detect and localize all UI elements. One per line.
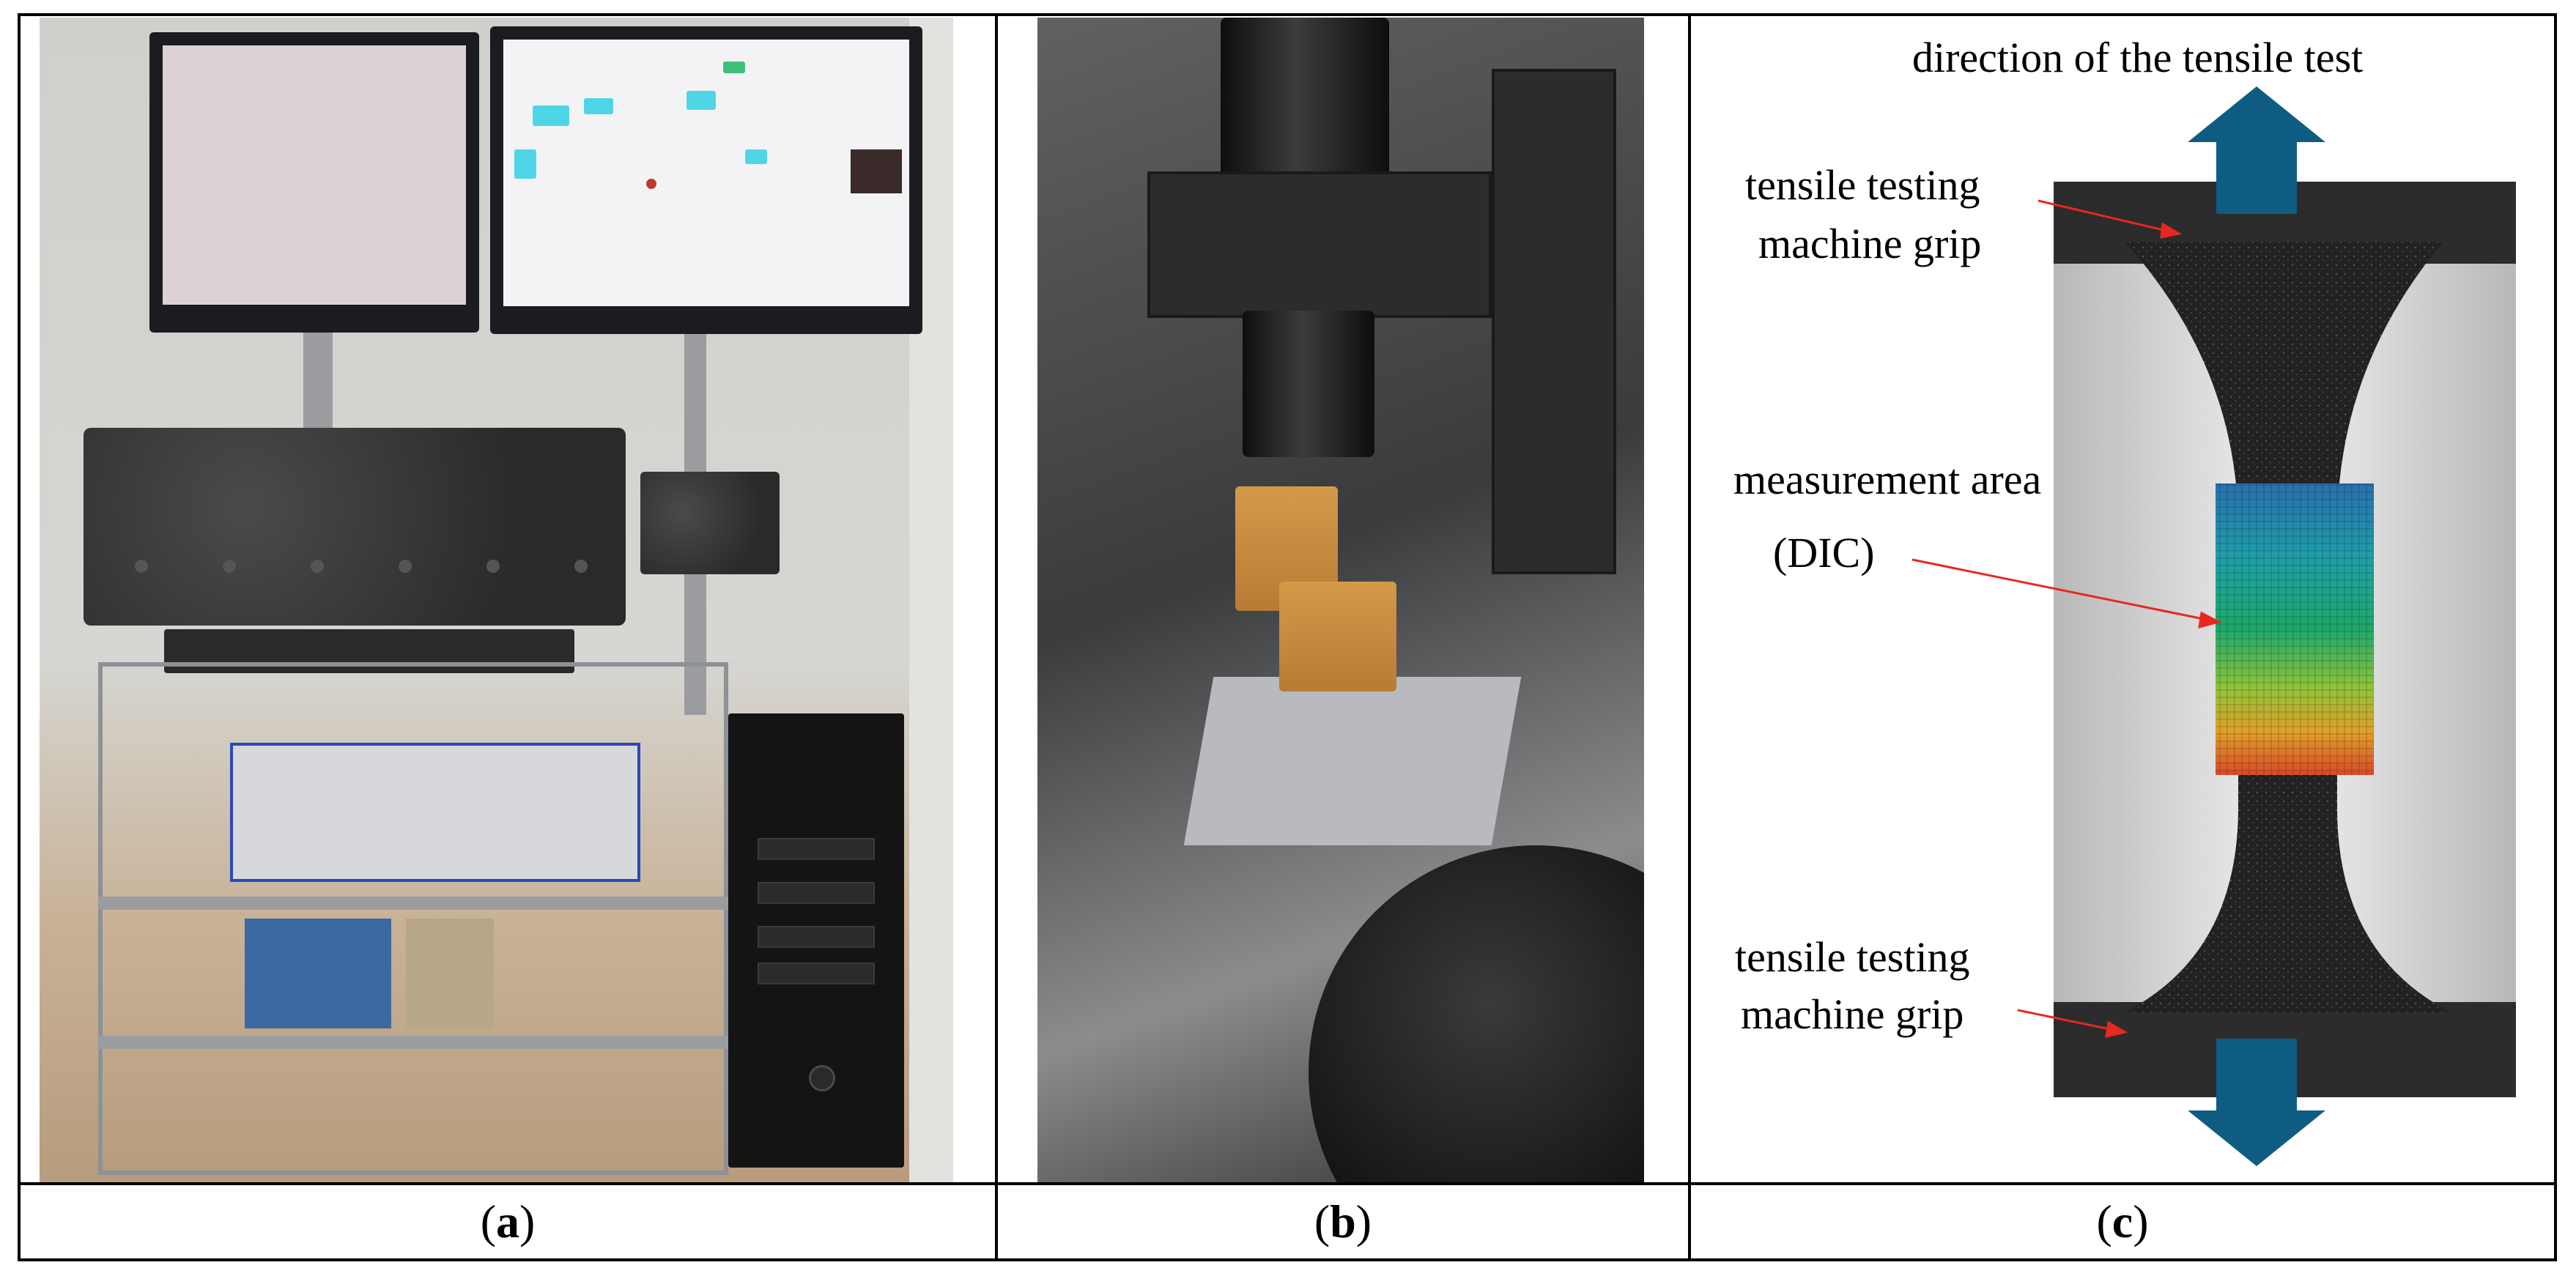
- electronics-module: [406, 919, 494, 1028]
- camera-mount: [1147, 171, 1492, 318]
- label-grip-bottom-2: machine grip: [1741, 990, 1964, 1038]
- amplifier-device: [230, 743, 640, 882]
- label-measurement-2: (DIC): [1773, 529, 1875, 576]
- specimen: [1279, 582, 1396, 691]
- stepper-motor: [640, 472, 780, 574]
- arrow-up-icon: [2188, 86, 2325, 214]
- panel-label-b: (b): [1314, 1195, 1372, 1247]
- pointer-top-grip: [2038, 199, 2177, 234]
- vertical-support: [1492, 69, 1616, 574]
- label-measurement-1: measurement area: [1733, 456, 2042, 503]
- frame-shelf: [98, 897, 728, 910]
- panel-label-c: (c): [2096, 1195, 2149, 1247]
- camera-lens: [1243, 311, 1374, 457]
- aluminum-frame: [98, 662, 728, 1175]
- column-divider: [995, 16, 998, 1258]
- label-grip-top-2: machine grip: [1758, 220, 1982, 267]
- frame-shelf: [98, 1036, 728, 1049]
- test-chamber: [84, 428, 626, 626]
- monitor-stand: [303, 333, 333, 442]
- dic-diagram: direction of the tensile test tensile te…: [1692, 16, 2557, 1169]
- pointer-head-icon: [2198, 611, 2222, 629]
- label-grip-top-1: tensile testing: [1745, 161, 1980, 209]
- arrow-down-icon: [2188, 1039, 2325, 1166]
- pointer-measurement-area: [1911, 558, 2215, 623]
- electronics-module: [245, 919, 391, 1028]
- pointer-head-icon: [2105, 1020, 2128, 1038]
- photo-lab-workstation: [40, 18, 953, 1182]
- label-grip-bottom-1: tensile testing: [1735, 933, 1970, 981]
- pointer-bottom-grip: [2017, 1009, 2121, 1033]
- photo-dic-camera-setup: [1037, 18, 1644, 1182]
- pointer-head-icon: [2160, 222, 2183, 239]
- label-direction: direction of the tensile test: [1912, 34, 2364, 81]
- column-divider: [1688, 16, 1691, 1258]
- monitor-right: [490, 26, 922, 334]
- pc-tower: [728, 713, 904, 1168]
- dic-diagram-svg: [1911, 86, 2516, 1166]
- panel-label-a: (a): [480, 1195, 536, 1247]
- dic-grid-overlay: [2216, 483, 2374, 775]
- monitor-left: [149, 32, 479, 333]
- row-divider: [21, 1182, 2554, 1185]
- figure-table-frame: (a) (b) (c): [18, 13, 2557, 1261]
